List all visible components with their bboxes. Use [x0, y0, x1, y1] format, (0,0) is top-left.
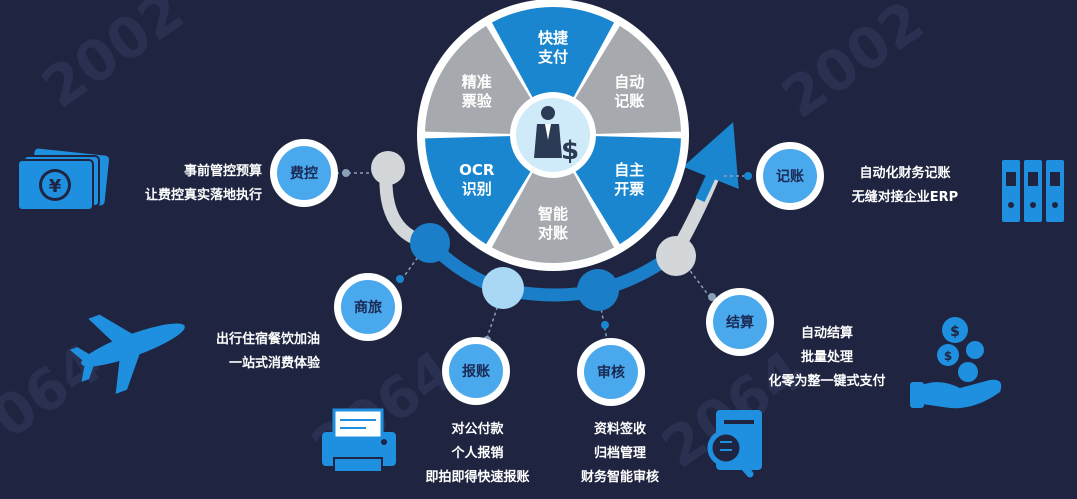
connector-dot — [342, 169, 350, 177]
businessman-dollar-icon: $ — [534, 106, 579, 166]
svg-text:$: $ — [950, 324, 960, 340]
flow-arc-blue — [425, 238, 680, 302]
description-line: 一站式消费体验 — [228, 356, 320, 371]
process-node-feikong: 费控 — [270, 139, 338, 207]
process-node-label: 记账 — [776, 169, 804, 185]
hand-coins-icon: $ $ — [910, 317, 1002, 409]
yen-banknotes-icon: ¥ — [17, 148, 110, 211]
connector-dot — [396, 275, 404, 283]
arc-joint-blue — [410, 223, 450, 263]
description-line: 归档管理 — [593, 446, 646, 461]
svg-text:2002: 2002 — [771, 0, 936, 131]
description-line: 无缝对接企业ERP — [851, 190, 959, 205]
wheel-segment-label: 快捷支付 — [537, 29, 569, 66]
wheel-segment-label: 自动记账 — [614, 73, 644, 110]
arrow-head-icon — [705, 142, 732, 178]
description-line: 化零为整一键式支付 — [768, 374, 886, 389]
printer-icon — [322, 408, 396, 473]
description-baozhang: 对公付款 个人报销 即拍即得快速报账 — [405, 418, 550, 490]
description-line: 即拍即得快速报账 — [425, 470, 530, 485]
arc-joint-blue — [577, 269, 619, 311]
svg-text:2002: 2002 — [31, 0, 196, 121]
description-shenhe: 资料签收 归档管理 财务智能审核 — [555, 418, 685, 490]
process-node-label: 商旅 — [354, 299, 382, 316]
description-feikong: 事前管控预算 让费控真实落地执行 — [100, 160, 262, 208]
connector-dot — [601, 321, 609, 329]
description-shanglv: 出行住宿餐饮加油 一站式消费体验 — [170, 328, 320, 376]
description-line: 自动化财务记账 — [859, 166, 951, 181]
arc-joint-gray — [371, 151, 405, 185]
airplane-icon — [69, 314, 185, 394]
description-line: 自动结算 — [800, 326, 853, 341]
process-node-label: 报账 — [462, 364, 490, 380]
connector-dot — [708, 293, 716, 301]
description-line: 出行住宿餐饮加油 — [215, 332, 320, 347]
process-node-jiesuan: 结算 — [706, 288, 774, 356]
description-line: 资料签收 — [593, 422, 646, 437]
wheel-segment — [491, 135, 615, 263]
process-node-label: 结算 — [726, 314, 754, 331]
binders-icon — [1002, 160, 1064, 222]
description-line: 事前管控预算 — [183, 164, 262, 179]
svg-text:$: $ — [944, 349, 952, 363]
process-node-jizhang: 记账 — [756, 142, 824, 210]
wheel-segment-label: 精准票验 — [462, 73, 493, 110]
description-jizhang: 自动化财务记账 无缝对接企业ERP — [835, 162, 975, 210]
process-node-shenhe: 审核 — [577, 338, 645, 406]
description-line: 批量处理 — [800, 350, 853, 365]
process-node-label: 费控 — [290, 165, 318, 182]
description-jiesuan: 自动结算 批量处理 化零为整一键式支付 — [752, 322, 902, 394]
wheel-segment — [491, 7, 615, 135]
description-line: 财务智能审核 — [580, 470, 659, 485]
process-node-shanglv: 商旅 — [334, 273, 402, 341]
connector-dot — [744, 172, 752, 180]
description-line: 让费控真实落地执行 — [144, 188, 262, 203]
svg-text:$: $ — [561, 136, 579, 166]
description-line: 对公付款 — [451, 422, 504, 437]
document-magnifier-icon — [707, 410, 762, 478]
process-node-baozhang: 报账 — [442, 337, 510, 405]
wheel-segment-label: 智能对账 — [538, 205, 568, 242]
arc-joint-light — [482, 267, 524, 309]
svg-text:064: 064 — [0, 331, 114, 451]
wheel-segment-label: 自主开票 — [614, 161, 644, 198]
svg-text:¥: ¥ — [49, 176, 62, 197]
arc-joint-gray — [656, 236, 696, 276]
process-node-label: 审核 — [597, 364, 625, 381]
description-line: 个人报销 — [451, 446, 504, 461]
